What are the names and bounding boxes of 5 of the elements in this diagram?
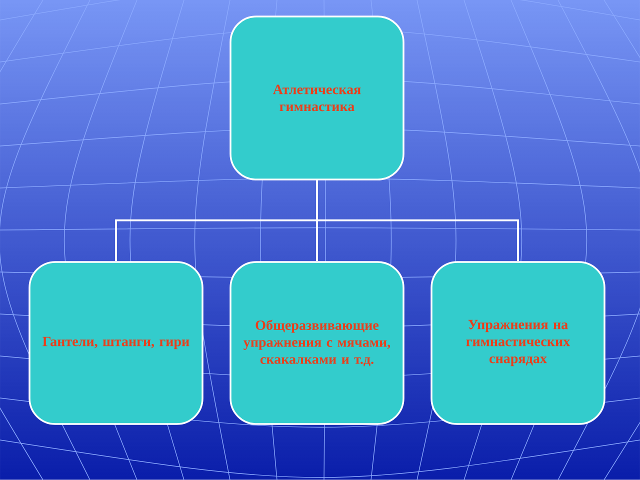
rounded-box: Атлетическая гимнастика (230, 16, 404, 180)
rounded-box: Гантели, штанги, гири (28, 261, 204, 425)
rounded-box: Общеразвивающие упражнения с мячами, скакалками и т.д. (230, 261, 404, 425)
connector-line (316, 180, 519, 262)
rounded-box: Упражнения на гимнастических снарядах (430, 261, 606, 425)
